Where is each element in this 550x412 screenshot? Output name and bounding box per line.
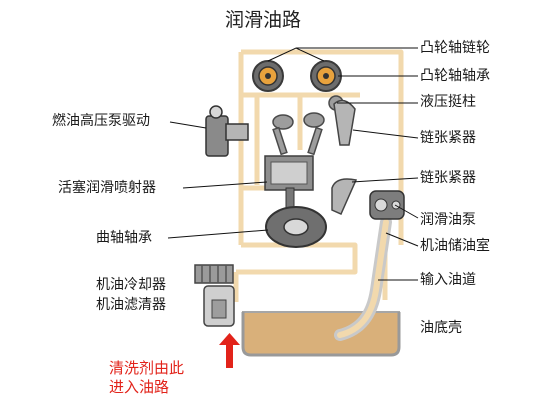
piston-assembly (264, 155, 314, 219)
cleaner-note-line2: 进入油路 (109, 378, 170, 396)
oil-pan-wall (241, 312, 401, 357)
leader-piston-oil-jet (182, 181, 268, 189)
leader-fuel-pump-drive (169, 121, 207, 129)
oil-cooler (194, 264, 234, 284)
label-oil-reservoir: 机油储油室 (420, 238, 490, 254)
cleaner-note-line1: 清洗剂由此 (109, 359, 185, 377)
label-piston-oil-jet: 活塞润滑喷射器 (58, 180, 156, 196)
camshaft-sprocket-left (252, 60, 284, 92)
chain-tensioner-lower (331, 178, 358, 215)
crank-feed-gallery (236, 242, 358, 275)
cleaner-entry-arrow (219, 333, 240, 368)
label-chain-tensioner-1: 链张紧器 (420, 130, 476, 146)
oil-pump (369, 190, 405, 220)
label-oil-filter: 机油滤清器 (96, 297, 166, 313)
diagram-title: 润滑油路 (225, 9, 302, 31)
leader-chain-tensioner-2 (351, 177, 419, 183)
leader-lines (167, 47, 419, 281)
label-lube-oil-pump: 润滑油泵 (420, 212, 476, 228)
fuel-pump-drive (205, 105, 249, 157)
label-camshaft-chain-wheel: 凸轮轴链轮 (420, 40, 490, 56)
camshaft-sprocket-right (310, 60, 342, 92)
chain-tensioner-upper (333, 99, 356, 146)
crankshaft (265, 206, 327, 248)
label-fuel-pump-drive: 燃油高压泵驱动 (52, 113, 150, 129)
label-hydraulic-tappet: 液压挺柱 (420, 94, 476, 110)
label-camshaft-bearing: 凸轮轴轴承 (420, 68, 490, 84)
top-frame-gallery (241, 49, 404, 245)
oil-pan (242, 311, 400, 356)
label-oil-cooler: 机油冷却器 (96, 277, 166, 293)
label-intake-oil-channel: 输入油道 (420, 272, 476, 288)
label-chain-tensioner-2: 链张紧器 (420, 170, 476, 186)
leader-crankshaft-bearing (167, 229, 269, 239)
leader-lube-oil-pump (394, 204, 419, 219)
oil-filter (203, 285, 235, 327)
leader-chain-tensioner-1 (352, 129, 419, 139)
valve-train (272, 95, 344, 156)
intake-pipe-oil (337, 219, 389, 338)
label-crankshaft-bearing: 曲轴轴承 (96, 230, 152, 246)
label-oil-pan: 油底壳 (420, 320, 462, 336)
leader-oil-reservoir (385, 232, 419, 247)
